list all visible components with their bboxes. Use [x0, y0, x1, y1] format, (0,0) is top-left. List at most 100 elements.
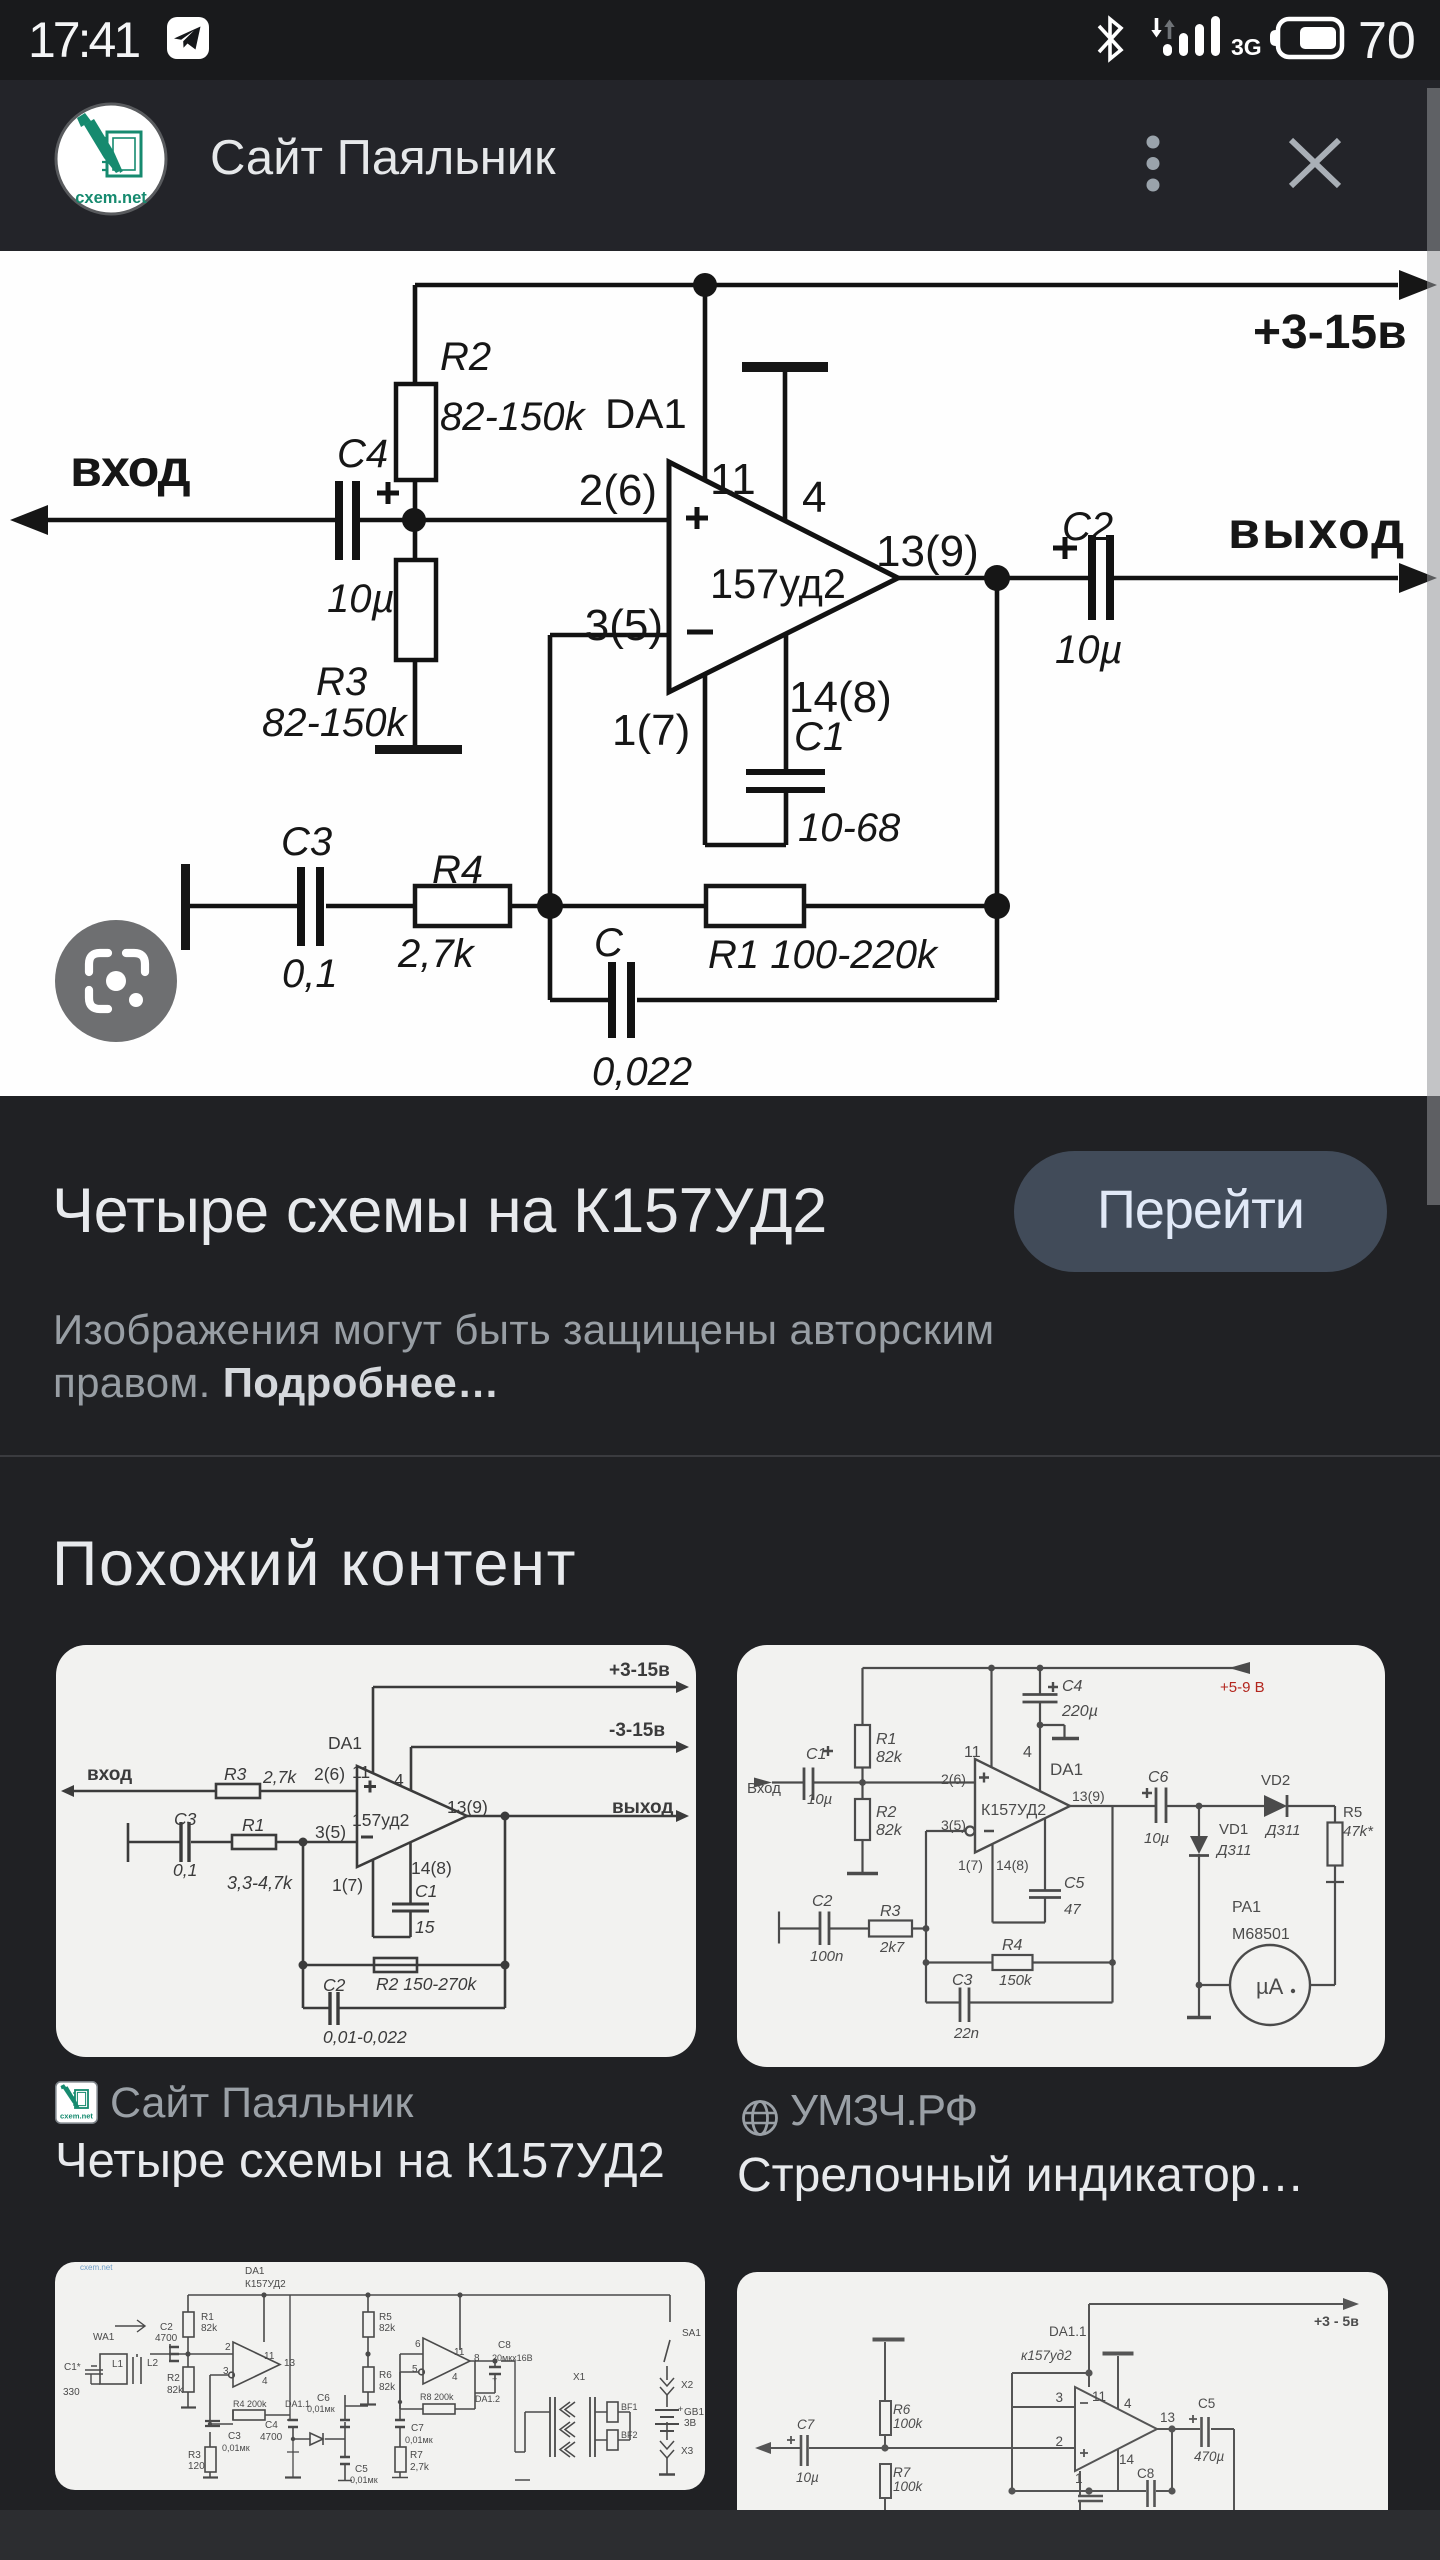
svg-text:11: 11: [964, 1744, 981, 1761]
svg-text:C4: C4: [1062, 1678, 1083, 1695]
svg-text:C5: C5: [1064, 1875, 1085, 1892]
svg-text:1: 1: [1075, 2471, 1083, 2486]
svg-text:C6: C6: [317, 2393, 330, 2404]
svg-text:150k: 150k: [999, 1972, 1033, 1989]
svg-text:2,7k: 2,7k: [410, 2462, 430, 2473]
svg-text:3: 3: [1055, 2390, 1063, 2405]
svg-text:6: 6: [415, 2339, 421, 2350]
svg-text:R4 200k: R4 200k: [233, 2399, 267, 2409]
svg-text:C1: C1: [415, 1881, 437, 1901]
svg-text:13(9): 13(9): [1072, 1788, 1105, 1804]
svg-text:82k: 82k: [167, 2385, 184, 2396]
svg-text:2(6): 2(6): [941, 1771, 966, 1787]
svg-text:L2: L2: [147, 2358, 159, 2369]
svg-text:14(8): 14(8): [996, 1857, 1029, 1873]
svg-text:C3: C3: [174, 1809, 197, 1829]
svg-text:C7: C7: [411, 2423, 424, 2434]
svg-text:C2: C2: [1062, 505, 1113, 549]
svg-text:BF2: BF2: [621, 2430, 638, 2440]
svg-text:100k: 100k: [893, 2416, 924, 2431]
svg-text:1(7): 1(7): [612, 706, 690, 755]
svg-text:C2: C2: [812, 1893, 833, 1910]
svg-text:3: 3: [223, 2366, 229, 2377]
svg-text:82k: 82k: [201, 2323, 218, 2334]
svg-text:10-68: 10-68: [798, 806, 901, 850]
svg-text:10µ: 10µ: [1055, 628, 1123, 672]
svg-text:DA1.1: DA1.1: [1049, 2324, 1087, 2339]
svg-text:0,1: 0,1: [282, 952, 338, 996]
svg-text:R4: R4: [432, 848, 483, 892]
svg-text:C4: C4: [265, 2420, 278, 2431]
svg-text:82k: 82k: [379, 2382, 396, 2393]
svg-text:0,1: 0,1: [173, 1860, 197, 1880]
svg-text:15: 15: [415, 1917, 435, 1937]
svg-text:C8: C8: [1137, 2466, 1154, 2481]
svg-text:82k: 82k: [876, 1749, 903, 1766]
svg-text:330: 330: [63, 2387, 80, 2398]
svg-text:+3 - 5в: +3 - 5в: [1314, 2313, 1359, 2329]
svg-text:R2: R2: [440, 335, 491, 379]
svg-text:+3-15в: +3-15в: [609, 1660, 670, 1681]
svg-text:0,01мк: 0,01мк: [350, 2475, 378, 2485]
svg-text:C1*: C1*: [64, 2362, 81, 2373]
svg-text:0,01мк: 0,01мк: [405, 2435, 433, 2445]
svg-text:R5: R5: [1343, 1804, 1362, 1821]
svg-text:+: +: [492, 2374, 497, 2384]
svg-text:5: 5: [412, 2364, 418, 2375]
svg-text:0,01мк: 0,01мк: [222, 2443, 250, 2453]
svg-text:R1: R1: [242, 1815, 264, 1835]
svg-text:120: 120: [188, 2461, 205, 2472]
svg-text:VD2: VD2: [1261, 1772, 1290, 1789]
svg-text:-3-15в: -3-15в: [609, 1720, 665, 1741]
svg-text:0,022: 0,022: [592, 1050, 692, 1094]
svg-text:DA1.2: DA1.2: [475, 2394, 500, 2404]
svg-text:X3: X3: [681, 2446, 694, 2457]
svg-text:1(7): 1(7): [958, 1857, 983, 1873]
svg-text:10µ: 10µ: [1144, 1830, 1169, 1847]
svg-text:10µ: 10µ: [327, 577, 395, 621]
svg-text:X1: X1: [573, 2372, 586, 2383]
svg-text:0,01-0,022: 0,01-0,022: [323, 2027, 407, 2047]
svg-text:82k: 82k: [876, 1822, 903, 1839]
svg-text:DA1: DA1: [1050, 1760, 1083, 1779]
svg-text:DA1: DA1: [605, 390, 687, 437]
svg-text:Вход: Вход: [747, 1780, 781, 1797]
svg-text:82-150k: 82-150k: [262, 701, 409, 745]
svg-text:R8 200k: R8 200k: [420, 2392, 454, 2402]
svg-text:2(6): 2(6): [579, 466, 657, 515]
svg-text:R3: R3: [188, 2450, 201, 2461]
svg-text:C2: C2: [160, 2322, 173, 2333]
svg-text:C8: C8: [498, 2340, 511, 2351]
svg-text:выход: выход: [612, 1797, 673, 1818]
svg-text:47k*: 47k*: [1343, 1823, 1374, 1840]
svg-text:PA1: PA1: [1232, 1899, 1261, 1916]
svg-text:C6: C6: [1148, 1769, 1169, 1786]
svg-text:4: 4: [262, 2376, 268, 2387]
svg-text:22n: 22n: [953, 2025, 979, 2042]
svg-text:3(5): 3(5): [585, 601, 663, 650]
svg-text:C4: C4: [337, 432, 388, 476]
svg-text:к157уд2: к157уд2: [1021, 2348, 1072, 2363]
svg-text:157уд2: 157уд2: [352, 1810, 409, 1830]
svg-text:11: 11: [710, 455, 756, 504]
svg-text:1(7): 1(7): [332, 1875, 363, 1895]
svg-text:4700: 4700: [155, 2333, 178, 2344]
svg-text:14(8): 14(8): [789, 673, 892, 722]
svg-text:C5: C5: [355, 2464, 368, 2475]
svg-text:VD1: VD1: [1219, 1821, 1248, 1838]
svg-text:2,7k: 2,7k: [262, 1767, 297, 1787]
svg-text:BF1: BF1: [621, 2402, 638, 2412]
svg-text:Д311: Д311: [1215, 1842, 1251, 1859]
svg-text:DA1.1: DA1.1: [285, 2399, 310, 2409]
svg-text:47: 47: [1064, 1901, 1081, 1918]
svg-text:вход: вход: [87, 1764, 132, 1785]
svg-text:+5-9 В: +5-9 В: [1220, 1679, 1265, 1696]
svg-text:R5: R5: [379, 2312, 392, 2323]
svg-text:4: 4: [452, 2372, 458, 2383]
svg-text:13: 13: [284, 2358, 296, 2369]
svg-text:R4: R4: [1002, 1937, 1023, 1954]
svg-text:13(9): 13(9): [447, 1797, 488, 1817]
svg-text:82k: 82k: [379, 2323, 396, 2334]
svg-text:C7: C7: [797, 2417, 815, 2432]
svg-text:157уд2: 157уд2: [710, 560, 846, 607]
